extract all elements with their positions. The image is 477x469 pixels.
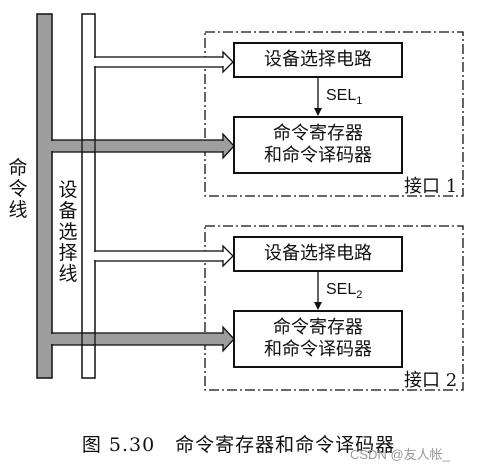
interface-2-frame: [204, 225, 464, 391]
sel-2-subscript: 2: [356, 289, 363, 302]
device-select-circuit-label: 设备选择电路: [264, 243, 372, 264]
device-select-circuit-label: 设备选择电路: [264, 49, 372, 70]
command-register-label: 命令寄存器: [273, 123, 363, 144]
command-decoder-label: 和命令译码器: [264, 339, 372, 360]
command-line-label: 命 令 线: [6, 158, 30, 221]
command-register-label: 命令寄存器: [273, 317, 363, 338]
device-select-circuit-1: 设备选择电路: [233, 42, 403, 78]
select-branch-1: [94, 50, 234, 74]
command-register-decoder-2: 命令寄存器 和命令译码器: [233, 310, 403, 368]
sel-2-label: SEL2: [326, 281, 362, 301]
command-line-bus: [36, 13, 53, 379]
watermark: CSDN @友人帐_: [350, 447, 450, 462]
command-line-char: 线: [8, 199, 28, 221]
device-select-line-char: 选: [58, 221, 78, 243]
command-branch-2: [50, 325, 235, 353]
select-branch-2: [94, 244, 234, 268]
device-select-line-bus: [81, 13, 96, 379]
interface-2-label: 接口 2: [404, 370, 458, 391]
device-select-line-char: 线: [58, 263, 78, 285]
command-decoder-label: 和命令译码器: [264, 145, 372, 166]
device-select-line-char: 择: [58, 242, 78, 264]
device-select-line-char: 设: [58, 179, 78, 201]
device-select-line-char: 备: [58, 200, 78, 222]
sel-1-subscript: 1: [356, 95, 363, 108]
figure-caption: 图 5.30 命令寄存器和命令译码器: [81, 434, 396, 456]
interface-1-frame: [204, 31, 464, 197]
sel-1-text: SEL: [326, 87, 357, 104]
device-select-circuit-2: 设备选择电路: [233, 236, 403, 272]
sel-1-label: SEL1: [326, 87, 362, 107]
command-line-char: 命: [8, 157, 28, 179]
command-branch-1: [50, 132, 235, 160]
interface-1-label: 接口 1: [404, 176, 458, 197]
device-select-line-label: 设 备 选 择 线: [56, 180, 80, 285]
command-line-char: 令: [8, 178, 28, 200]
sel-2-text: SEL: [326, 281, 357, 298]
command-register-decoder-1: 命令寄存器 和命令译码器: [233, 116, 403, 174]
